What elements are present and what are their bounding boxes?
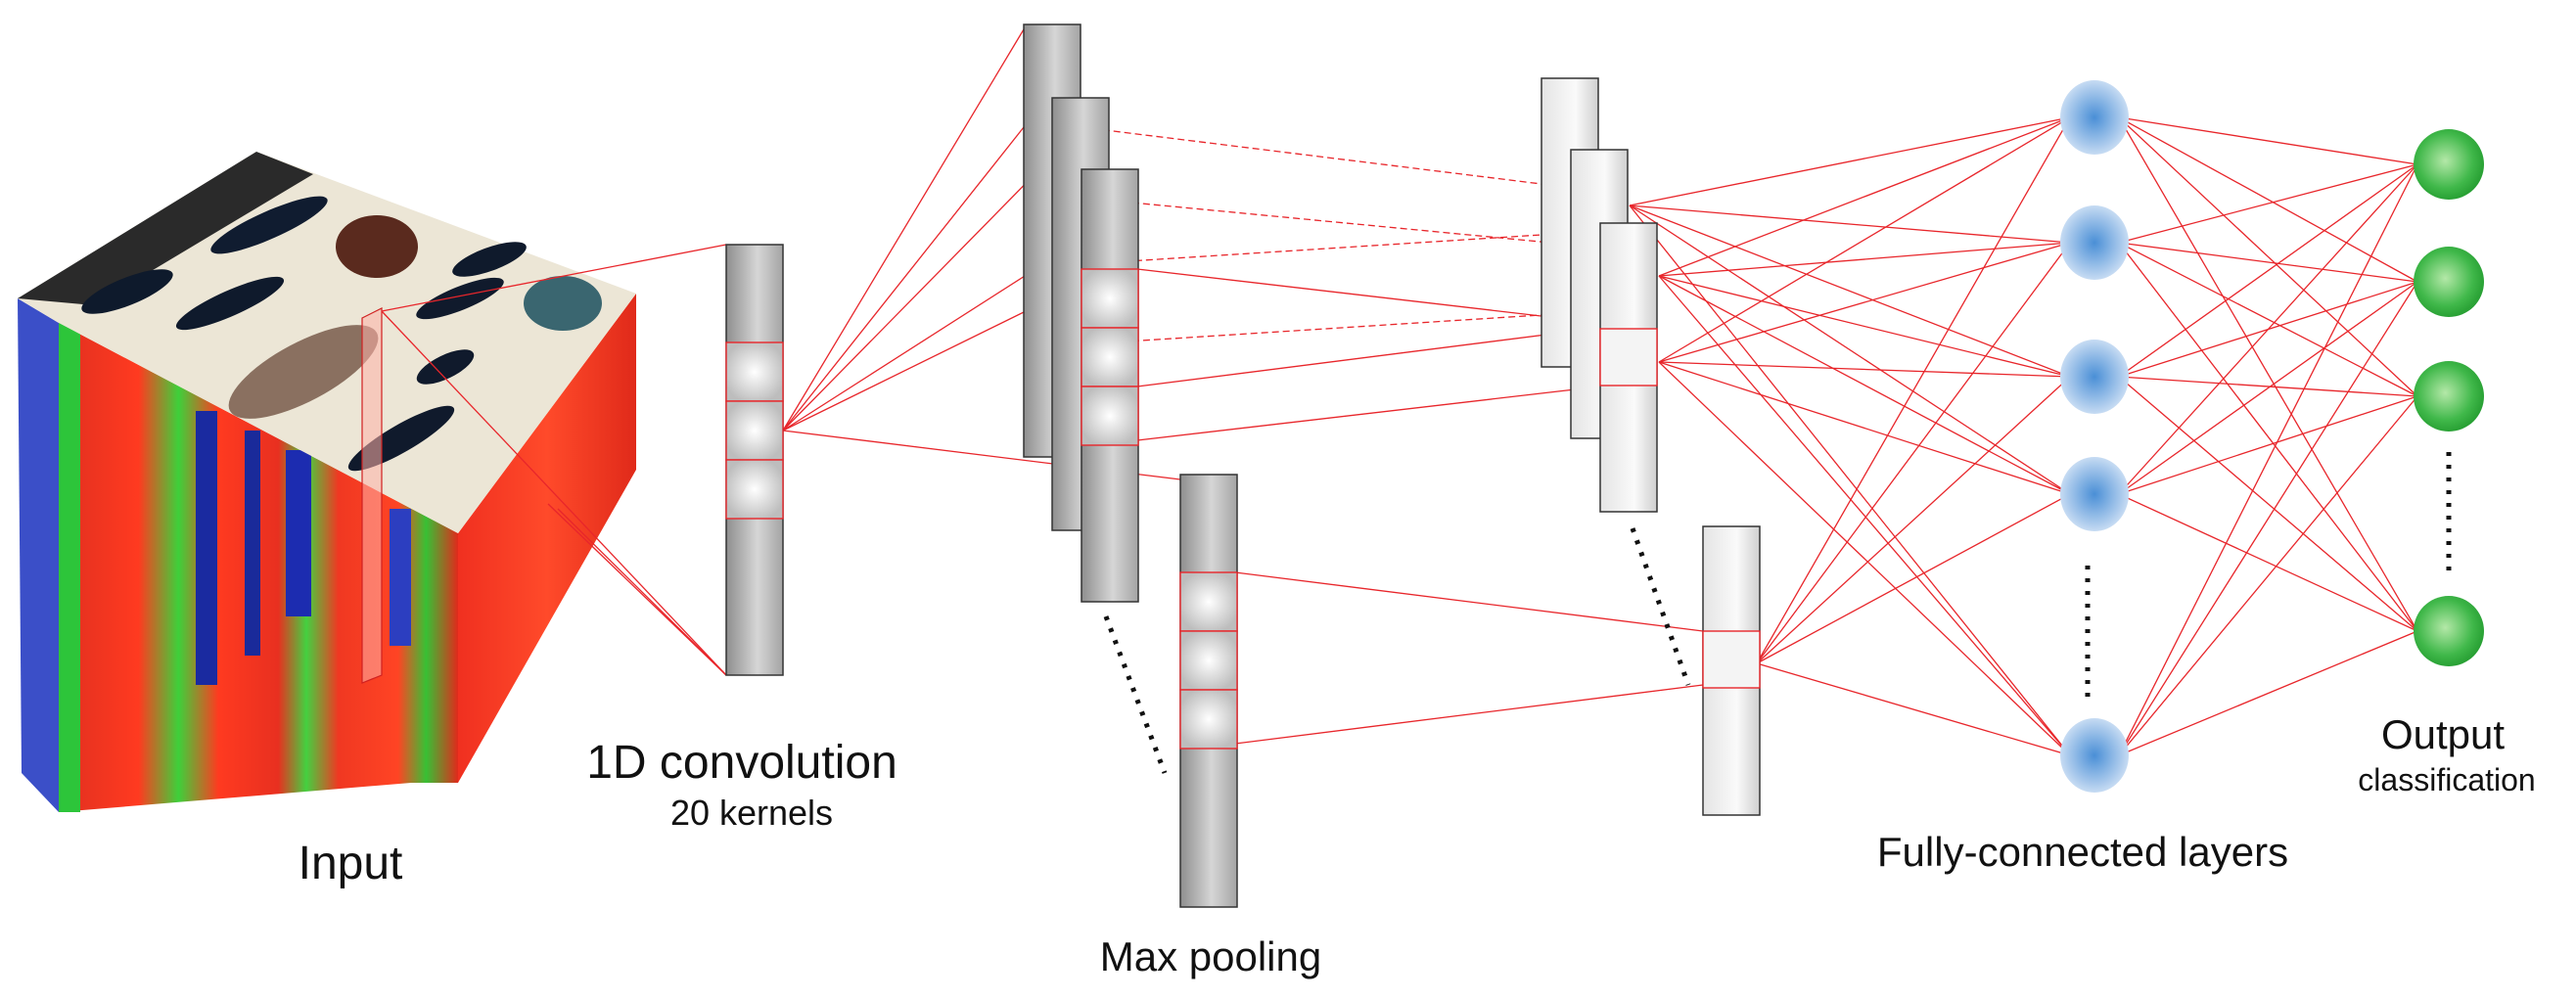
- output-node: [2414, 247, 2484, 317]
- conv-title-label: 1D convolution: [586, 737, 897, 789]
- hidden-node: [2060, 80, 2129, 155]
- feature-map-n: [1179, 474, 1238, 908]
- max-pooling-label: Max pooling: [1100, 933, 1321, 979]
- cube-top-dark-corner: [18, 152, 313, 305]
- pooled-map-n: [1702, 525, 1761, 816]
- ink-stain: [175, 276, 285, 331]
- cube-front-greenband: [59, 323, 80, 812]
- ink-stain: [210, 196, 328, 254]
- cube-band: [390, 509, 411, 646]
- input-label: Input: [299, 838, 403, 889]
- feature-cell: [1179, 689, 1238, 750]
- input-hyperspectral-cube: [18, 152, 636, 812]
- pooled-map-3: [1599, 222, 1658, 513]
- ink-stain: [416, 277, 504, 320]
- hidden-node: [2060, 205, 2129, 280]
- conv-sub-label: 20 kernels: [670, 793, 833, 833]
- feature-cell: [1081, 327, 1139, 387]
- pooled-cell: [1599, 328, 1658, 386]
- output-node: [2414, 129, 2484, 200]
- feature-maps: [1023, 23, 1238, 908]
- hidden-node: [2060, 457, 2129, 531]
- output-title-label: Output: [2381, 711, 2505, 757]
- cube-pixel-column: [361, 307, 383, 684]
- cube-band: [245, 431, 260, 656]
- output-sub-label: classification: [2358, 762, 2535, 797]
- pooled-maps-ellipsis: [1630, 527, 1691, 686]
- pooled-cell: [1702, 630, 1761, 689]
- feature-maps-ellipsis: [1103, 615, 1168, 774]
- kernel-cell: [725, 459, 784, 520]
- output-nodes: [2414, 129, 2484, 666]
- output-node: [2414, 361, 2484, 432]
- output-node: [2414, 596, 2484, 666]
- cube-left-face: [18, 298, 59, 812]
- feature-cell: [1081, 386, 1139, 446]
- feature-cell: [1179, 630, 1238, 691]
- ink-stain: [228, 325, 379, 419]
- hidden-node: [2060, 718, 2129, 793]
- ink-stain: [416, 349, 475, 385]
- feature-cell: [1179, 571, 1238, 632]
- fc-layers-label: Fully-connected layers: [1877, 829, 2288, 875]
- ink-stain: [81, 269, 173, 314]
- cube-band: [286, 450, 311, 616]
- conv-input-vector: [725, 244, 784, 676]
- ink-stain: [336, 215, 418, 278]
- ink-stain: [452, 242, 527, 277]
- fc-hidden-nodes: [2060, 80, 2129, 793]
- pooled-maps: [1541, 77, 1761, 816]
- feature-map-3: [1081, 168, 1139, 603]
- hidden-node: [2060, 340, 2129, 414]
- ink-stain: [524, 276, 602, 331]
- feature-cell: [1081, 268, 1139, 329]
- kernel-cell: [725, 341, 784, 402]
- cube-right-face: [458, 294, 636, 783]
- kernel-cell: [725, 400, 784, 461]
- cube-band: [196, 411, 217, 685]
